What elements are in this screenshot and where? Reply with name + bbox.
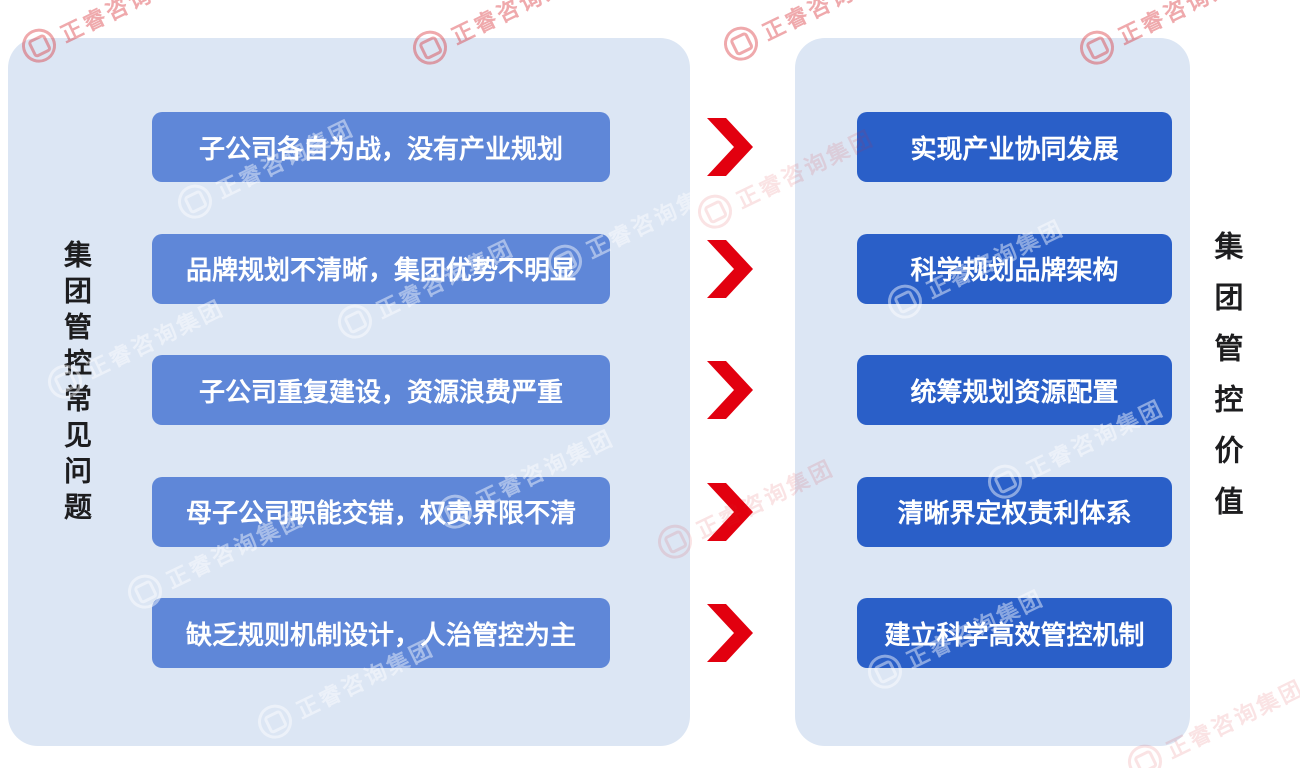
problem-item: 子公司各自为战，没有产业规划: [152, 112, 610, 182]
problems-list: 子公司各自为战，没有产业规划 品牌规划不清晰，集团优势不明显 子公司重复建设，资…: [152, 112, 610, 668]
problems-panel-title: 集团管控常见问题: [60, 240, 93, 528]
value-item: 统筹规划资源配置: [857, 355, 1172, 425]
arrows-column: [704, 112, 756, 668]
arrow-right-icon: [704, 112, 756, 182]
problem-item: 子公司重复建设，资源浪费严重: [152, 355, 610, 425]
watermark-logo-icon: [718, 20, 764, 67]
problem-item: 缺乏规则机制设计，人治管控为主: [152, 598, 610, 668]
arrow-right-icon: [704, 234, 756, 304]
values-list: 实现产业协同发展 科学规划品牌架构 统筹规划资源配置 清晰界定权责利体系 建立科…: [857, 112, 1172, 668]
arrow-right-icon: [704, 477, 756, 547]
value-item: 清晰界定权责利体系: [857, 476, 1172, 547]
problem-item: 品牌规划不清晰，集团优势不明显: [152, 233, 610, 304]
arrow-right-icon: [704, 598, 756, 668]
values-panel-title: 集团管控价值: [1210, 231, 1244, 537]
problem-item: 母子公司职能交错，权责界限不清: [152, 476, 610, 547]
value-item: 建立科学高效管控机制: [857, 598, 1172, 668]
arrow-right-icon: [704, 355, 756, 425]
value-item: 实现产业协同发展: [857, 112, 1172, 182]
value-item: 科学规划品牌架构: [857, 233, 1172, 304]
